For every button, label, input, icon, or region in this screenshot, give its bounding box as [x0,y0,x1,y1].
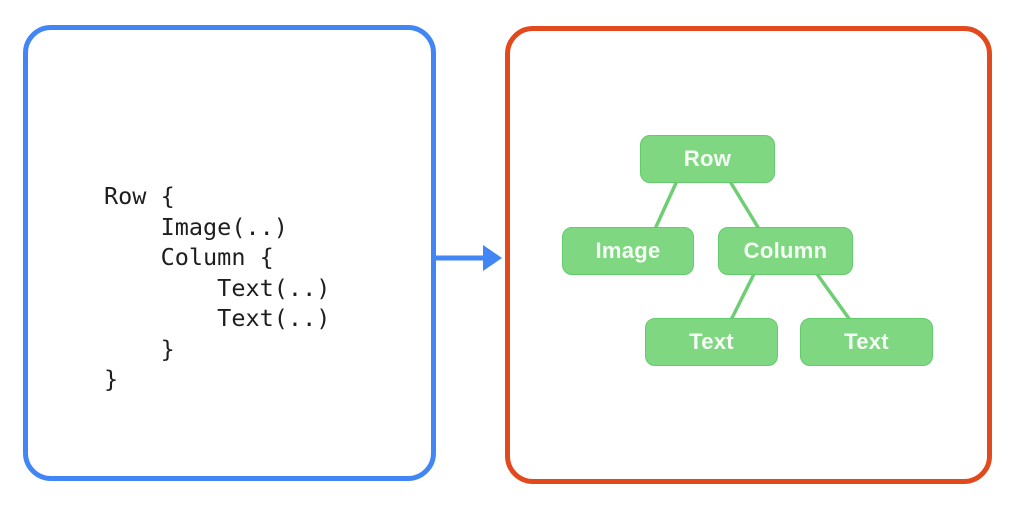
arrow-right-icon [435,245,502,271]
tree-node-text-1: Text [645,318,778,366]
code-snippet: Row { Image(..) Column { Text(..) Text(.… [104,182,331,393]
tree-node-image: Image [562,227,694,275]
tree-node-text-2: Text [800,318,933,366]
edge-column-text1 [729,272,756,322]
tree-node-label: Text [689,329,734,354]
tree-node-label: Column [743,238,828,263]
tree-panel: Row Image Column Text Text [505,26,992,484]
tree-edges [653,181,852,322]
code-panel: Row { Image(..) Column { Text(..) Text(.… [23,25,436,481]
tree-node-column: Column [718,227,853,275]
tree-node-row: Row [640,135,775,183]
edge-row-image [653,181,678,231]
tree-node-label: Text [844,329,889,354]
tree-node-label: Row [683,146,732,171]
edge-row-column [729,181,761,231]
edge-column-text2 [815,272,852,322]
tree-node-label: Image [595,238,661,263]
